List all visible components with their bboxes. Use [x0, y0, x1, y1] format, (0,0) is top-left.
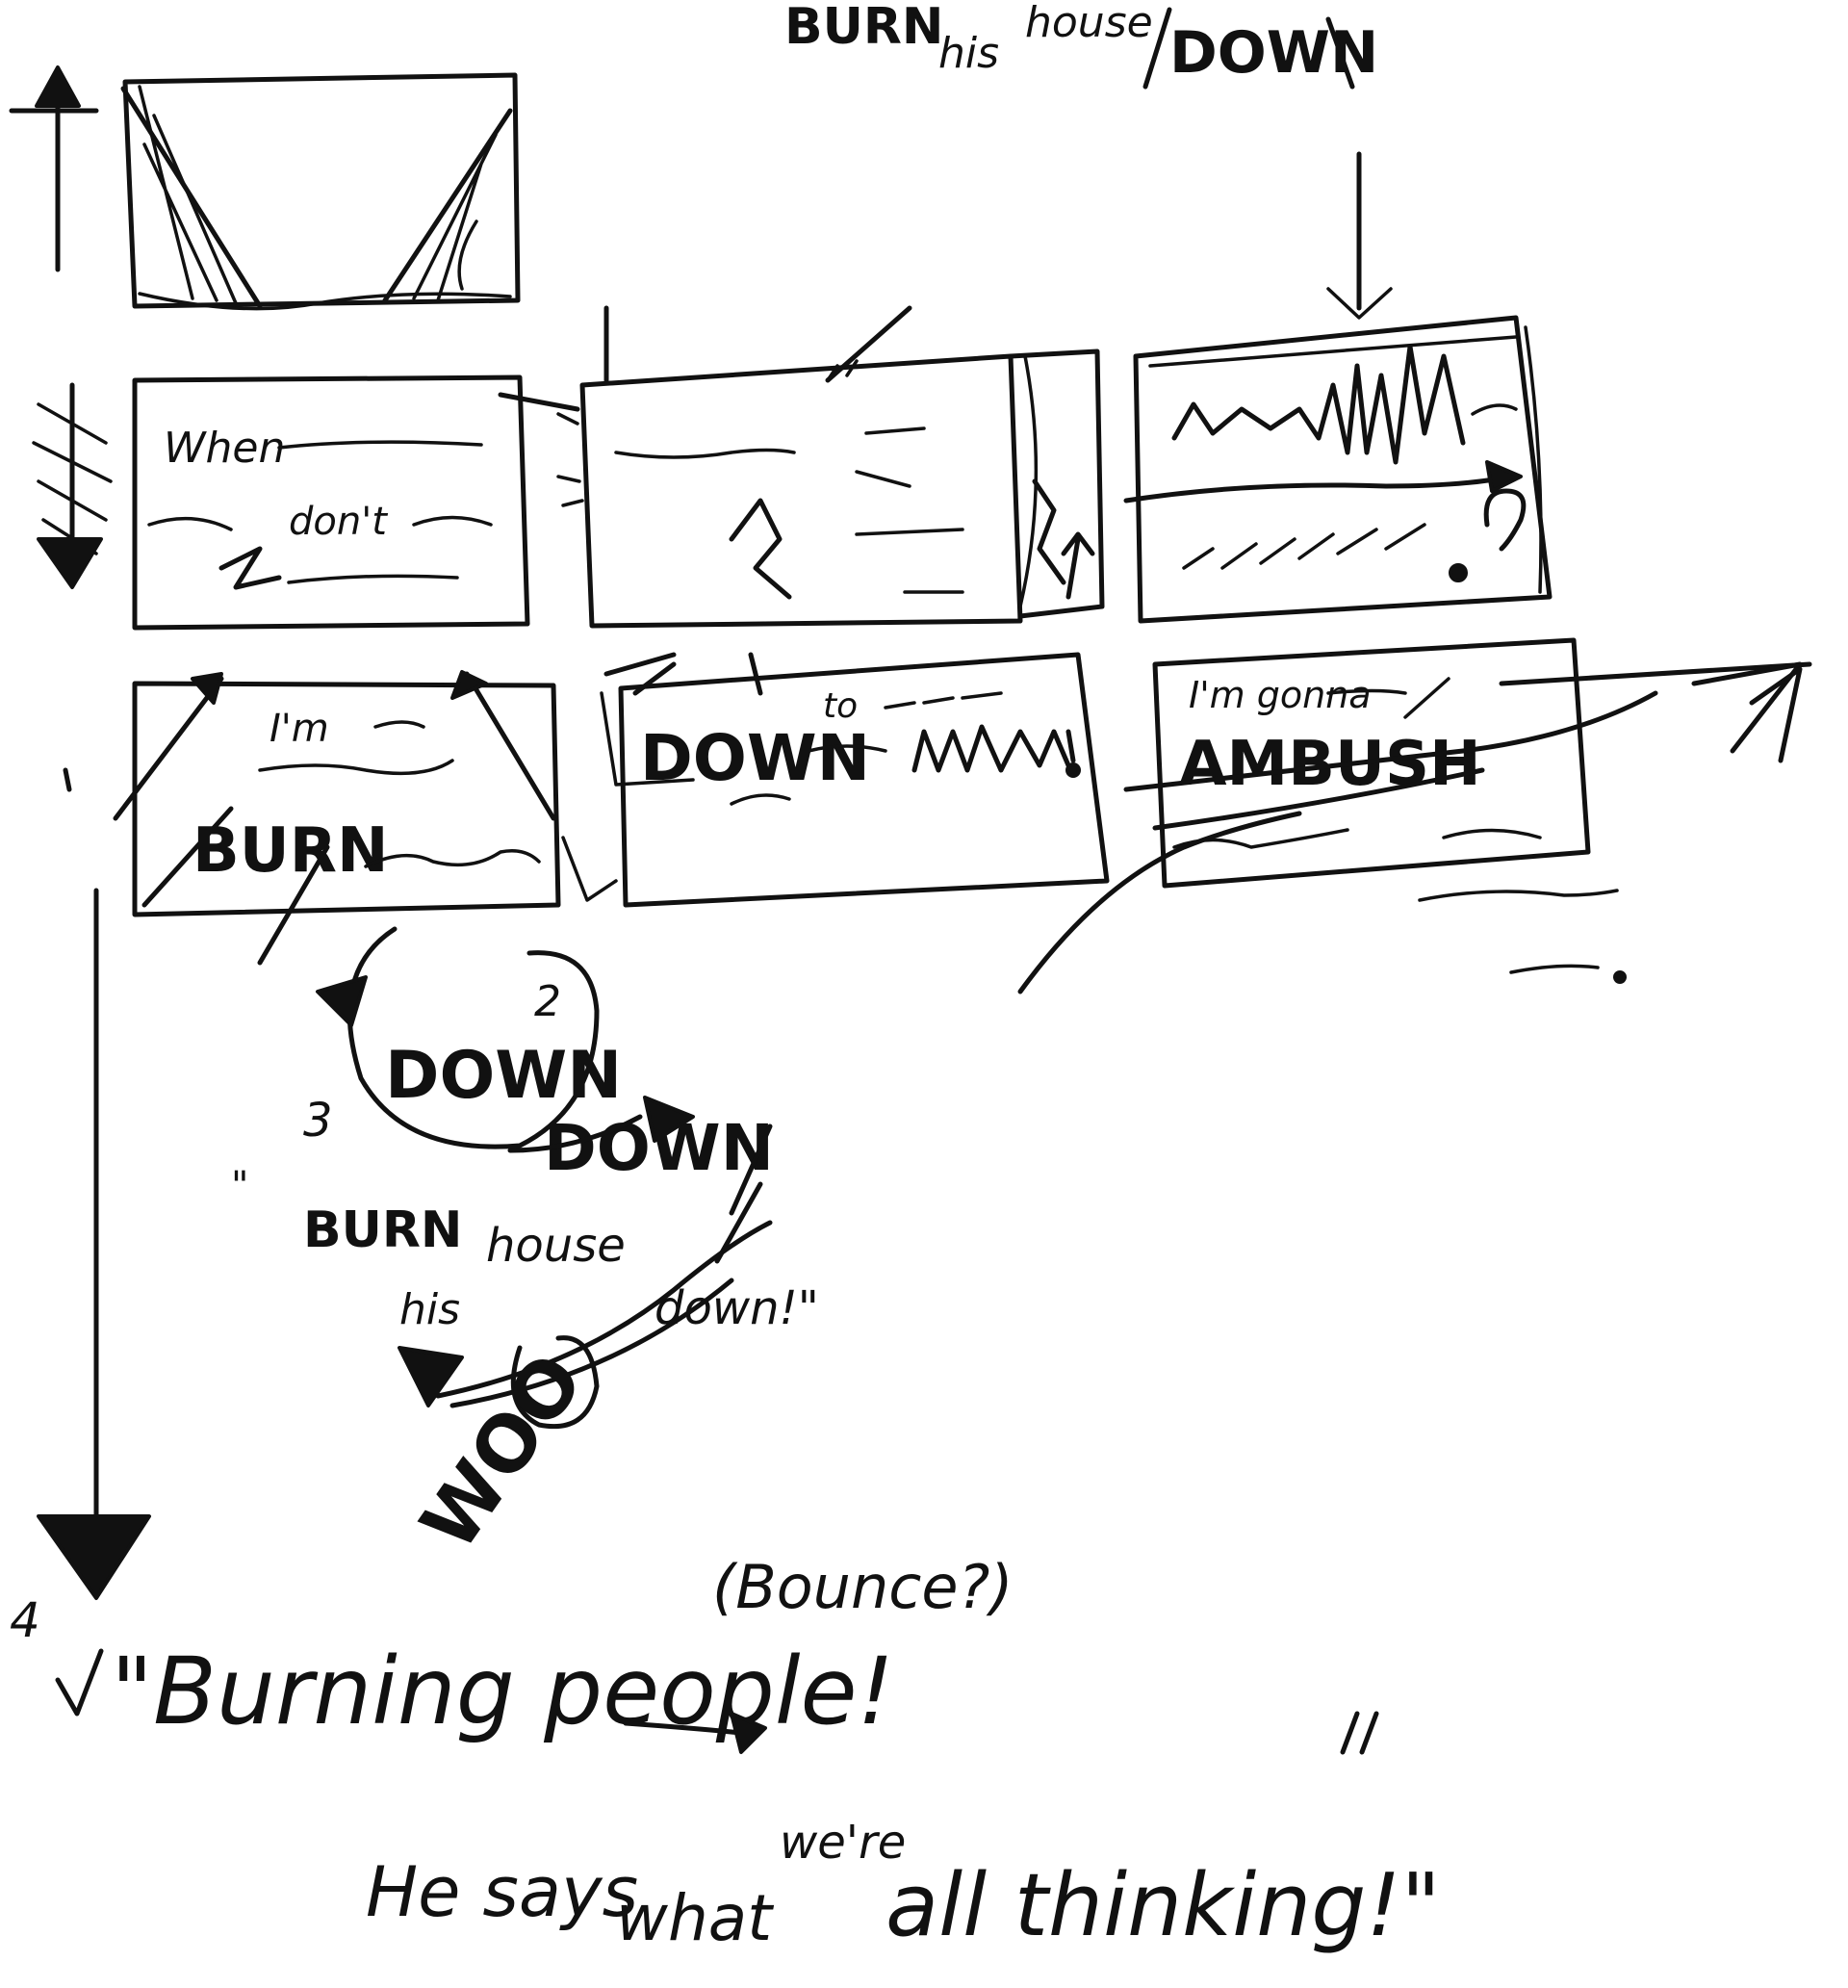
- panel-4: [1123, 315, 1553, 624]
- panel-5: I'm BURN: [113, 670, 618, 966]
- he-says-text: He says: [366, 1851, 638, 1932]
- panel-6-down-text: DOWN: [640, 721, 870, 795]
- panel-5-burn-text: BURN: [192, 815, 389, 887]
- burning-people-text: "Burning people!: [111, 1638, 894, 1745]
- panel-7-im-gonna-text: I'm gonna: [1189, 674, 1372, 716]
- number-3-text: 3: [303, 1094, 333, 1148]
- top-house-text: house: [1025, 0, 1153, 47]
- panel-2: When don't: [132, 374, 530, 631]
- burn-text: BURN: [303, 1201, 462, 1259]
- down-text: down!": [654, 1281, 819, 1335]
- top-down-text: DOWN: [1169, 19, 1378, 87]
- down-arrow-left: [32, 382, 113, 589]
- panel-3: [556, 305, 1105, 629]
- number-4-text: 4: [10, 1592, 40, 1648]
- panel-7: I'm gonna AMBUSH: [1017, 637, 1812, 994]
- panel-2-when-text: When: [164, 424, 285, 473]
- number-2-text: 2: [534, 977, 561, 1026]
- all-thinking-text: all thinking!": [886, 1855, 1441, 1956]
- small-mark: [63, 767, 72, 792]
- down-circle-text: DOWN: [385, 1038, 622, 1114]
- panel-6-to-text: to: [823, 686, 858, 726]
- quote-open-text: ": [231, 1164, 248, 1208]
- up-arrow: [9, 65, 99, 272]
- top-slash: [1142, 7, 1172, 90]
- panel-1: [120, 72, 521, 311]
- top-down-scribble: [1325, 16, 1355, 90]
- what-text: what: [616, 1881, 774, 1955]
- down-arrow-top-right: [1326, 151, 1393, 320]
- top-burn-text: BURN: [784, 0, 943, 56]
- house-text: house: [486, 1219, 626, 1273]
- top-his-text: his: [938, 29, 999, 78]
- long-down-arrow: [37, 888, 151, 1600]
- panel-2-dont-text: don't: [289, 500, 388, 544]
- bounce-text: (Bounce?): [712, 1552, 1014, 1622]
- down-motion-sketch: 2 DOWN 3 DOWN " BURN his house down!" WO…: [231, 926, 819, 1566]
- bottom-caption: 4 (Bounce?) "Burning people! He says wha…: [10, 1552, 1441, 1956]
- his-text: his: [399, 1285, 460, 1334]
- panel-5-im-text: I'm: [270, 707, 329, 751]
- panel-6: DOWN to: [600, 652, 1110, 908]
- arrow-to-panel-3: [498, 392, 580, 412]
- were-text: we're: [780, 1816, 906, 1870]
